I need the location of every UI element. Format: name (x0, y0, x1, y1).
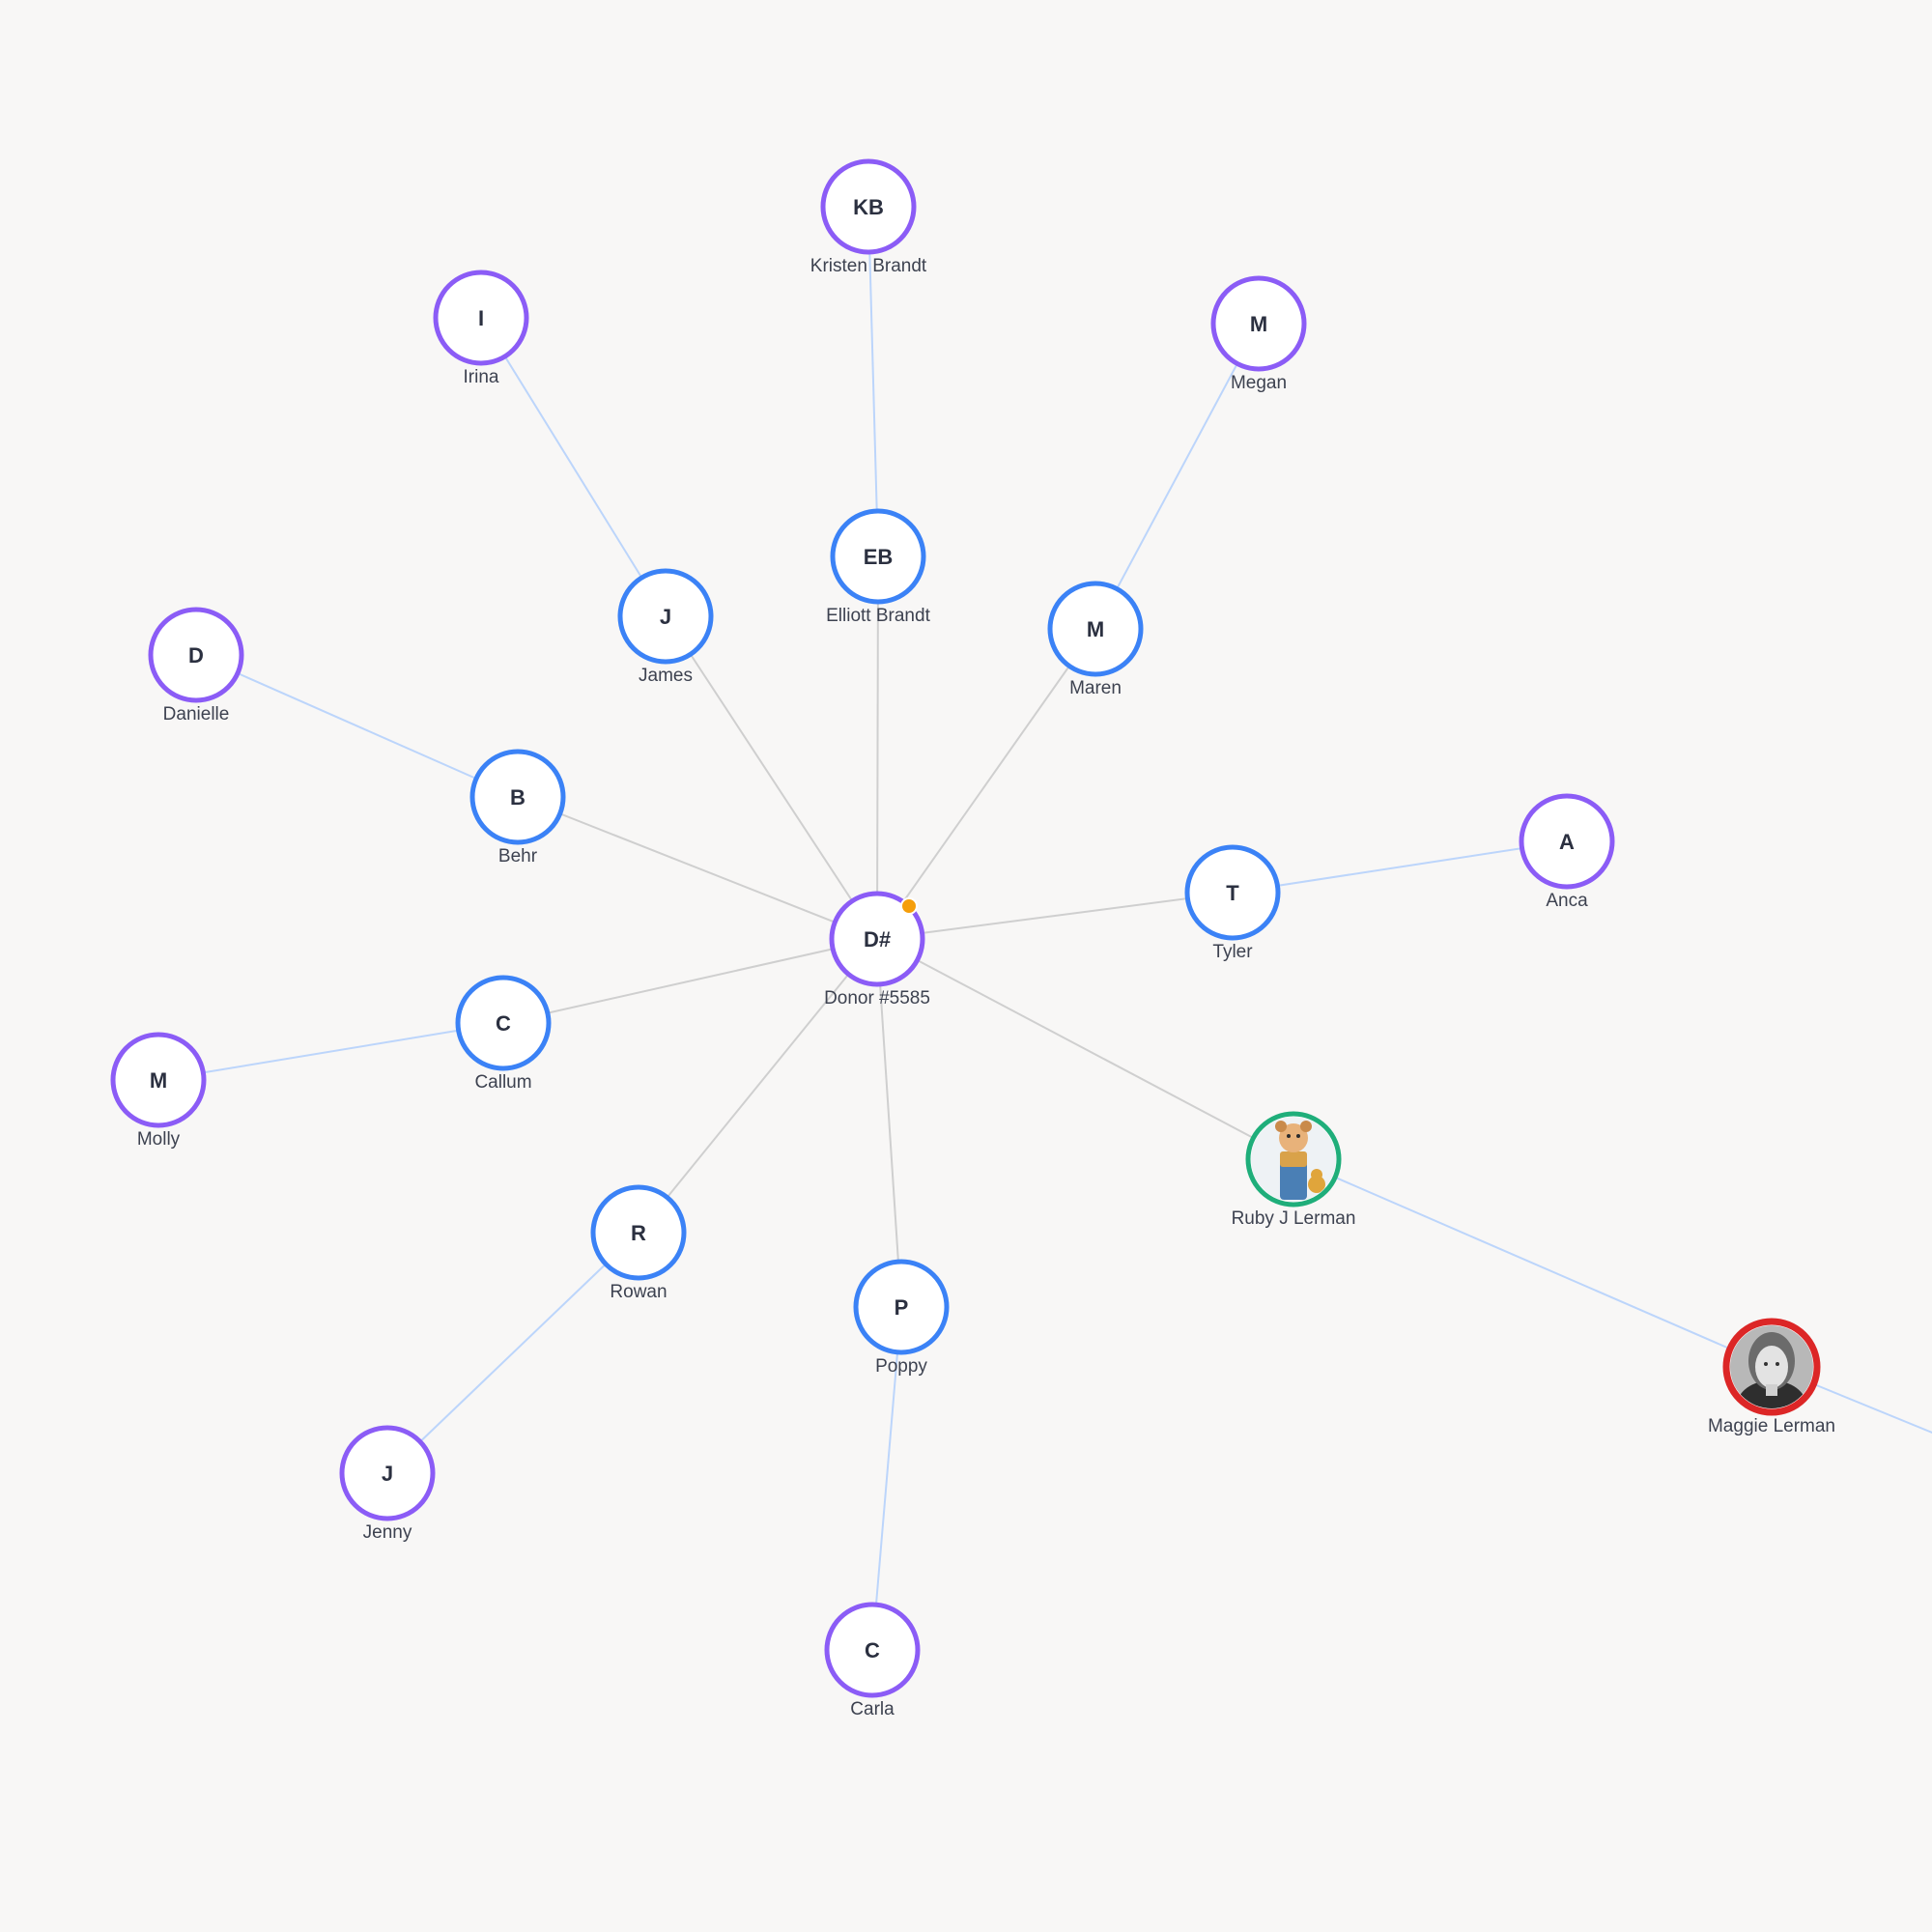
edge-james-irina (480, 317, 667, 617)
node-label: Jenny (363, 1522, 412, 1543)
node-kristen[interactable]: KB Kristen Brandt (810, 158, 927, 276)
node-ruby[interactable]: Ruby J Lerman (1232, 1111, 1356, 1229)
node-label: Callum (474, 1072, 531, 1093)
node-label: Poppy (875, 1356, 927, 1377)
node-label: Behr (498, 846, 538, 867)
node-label: Irina (464, 367, 499, 387)
node-label: Molly (137, 1129, 181, 1150)
node-label: Tyler (1212, 942, 1253, 962)
edge-donor-rowan (638, 938, 878, 1234)
node-initials: I (478, 306, 484, 330)
node-label: Megan (1231, 373, 1287, 393)
node-callum[interactable]: C Callum (455, 975, 552, 1093)
node-ring (339, 1425, 436, 1521)
edge-ruby-maggie (1293, 1158, 1773, 1368)
node-ring (829, 891, 925, 987)
node-ring (617, 568, 714, 665)
node-ring (433, 270, 529, 366)
node-ring (469, 749, 566, 845)
notification-badge-icon (900, 897, 918, 915)
edge-maren-megan (1094, 323, 1260, 630)
node-ring (110, 1032, 207, 1128)
node-initials: M (1087, 617, 1104, 641)
node-label: Maren (1069, 678, 1122, 698)
node-initials: M (150, 1068, 167, 1093)
node-initials: B (510, 785, 526, 810)
node-initials: D# (864, 927, 891, 952)
edge-donor-maren (876, 628, 1096, 940)
node-ring (148, 607, 244, 703)
node-initials: D (188, 643, 204, 668)
node-initials: R (631, 1221, 646, 1245)
node-ring (590, 1184, 687, 1281)
node-label: Danielle (163, 704, 230, 724)
node-ring (824, 1602, 921, 1698)
node-tyler[interactable]: T Tyler (1184, 844, 1281, 962)
node-ring (853, 1259, 950, 1355)
node-label: James (639, 666, 693, 686)
node-initials: J (382, 1462, 393, 1486)
node-megan[interactable]: M Megan (1210, 275, 1307, 393)
node-carla[interactable]: C Carla (824, 1602, 921, 1719)
node-initials: M (1250, 312, 1267, 336)
node-danielle[interactable]: D Danielle (148, 607, 244, 724)
node-label: Rowan (610, 1282, 667, 1302)
node-rowan[interactable]: R Rowan (590, 1184, 687, 1302)
edge-donor-behr (517, 796, 878, 940)
node-behr[interactable]: B Behr (469, 749, 566, 867)
node-label: Ruby J Lerman (1232, 1208, 1356, 1229)
edge-behr-danielle (195, 654, 519, 798)
node-initials: P (895, 1295, 909, 1320)
node-donor[interactable]: D# Donor #5585 (824, 891, 930, 1009)
edges-layer (157, 206, 1932, 1651)
node-james[interactable]: J James (617, 568, 714, 686)
node-initials: KB (853, 195, 884, 219)
edge-poppy-carla (871, 1306, 902, 1651)
node-label: Carla (850, 1699, 895, 1719)
node-elliott[interactable]: EB Elliott Brandt (826, 508, 931, 626)
node-initials: C (865, 1638, 880, 1662)
node-ring (830, 508, 926, 605)
node-ring (1047, 581, 1144, 677)
node-ring (1210, 275, 1307, 372)
edge-donor-callum (502, 938, 878, 1024)
edge-elliott-kristen (867, 206, 879, 557)
node-ring (1519, 793, 1615, 890)
node-initials: EB (864, 545, 894, 569)
edge-donor-elliott (876, 555, 879, 940)
edge-donor-ruby (876, 938, 1294, 1160)
edge-donor-tyler (876, 892, 1234, 940)
edge-donor-james (665, 615, 878, 940)
node-label: Anca (1546, 891, 1588, 911)
node-label: Elliott Brandt (826, 606, 930, 626)
node-initials: J (660, 605, 671, 629)
node-initials: C (496, 1011, 511, 1036)
edge-rowan-jenny (386, 1232, 639, 1474)
node-ring (820, 158, 917, 255)
node-label: Kristen Brandt (810, 256, 927, 276)
photo-avatar-icon (1730, 1325, 1813, 1408)
node-ring (1184, 844, 1281, 941)
node-label: Maggie Lerman (1708, 1416, 1835, 1436)
node-irina[interactable]: I Irina (433, 270, 529, 387)
node-label: Donor #5585 (824, 988, 930, 1009)
edge-donor-poppy (876, 938, 902, 1308)
node-maren[interactable]: M Maren (1047, 581, 1144, 698)
node-maggie[interactable]: Maggie Lerman (1708, 1318, 1835, 1436)
cartoon-avatar-icon (1251, 1117, 1336, 1202)
edge-tyler-anca (1232, 840, 1568, 894)
node-ring (455, 975, 552, 1071)
node-anca[interactable]: A Anca (1519, 793, 1615, 911)
node-molly[interactable]: M Molly (110, 1032, 207, 1150)
node-jenny[interactable]: J Jenny (339, 1425, 436, 1543)
node-initials: A (1559, 830, 1575, 854)
node-initials: T (1226, 881, 1239, 905)
node-poppy[interactable]: P Poppy (853, 1259, 950, 1377)
edge-callum-molly (157, 1022, 504, 1081)
